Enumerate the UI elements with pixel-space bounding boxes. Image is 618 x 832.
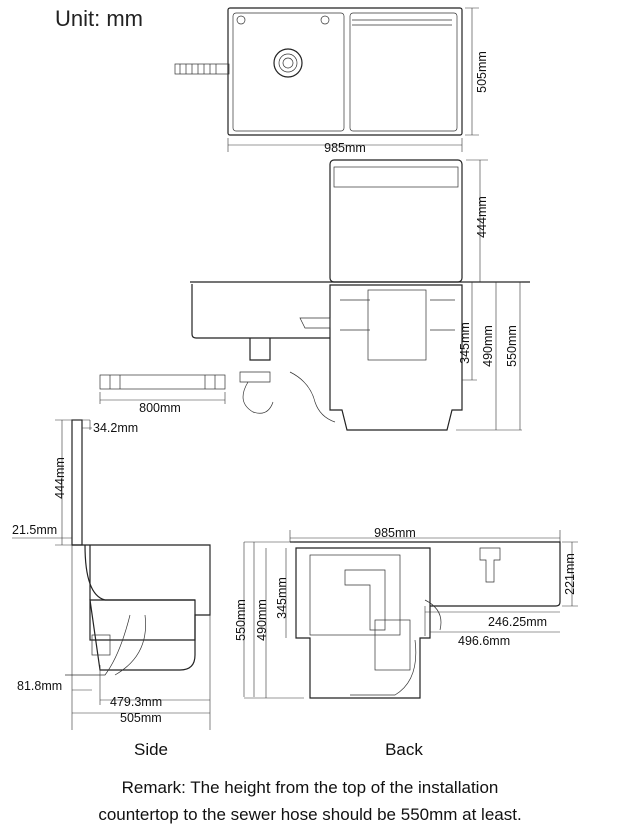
remark-line-2: countertop to the sewer hose should be 5…: [98, 805, 521, 824]
back-view: 985mm 221mm 246.25mm 496.6mm 550mm 490mm…: [234, 526, 578, 759]
back-basin-depth-label: 221mm: [563, 553, 577, 595]
front-view: 444mm 800mm 345mm 490mm 550mm: [99, 159, 530, 431]
remark-line-1: Remark: The height from the top of the i…: [122, 778, 499, 797]
side-lid-offset-label: 34.2mm: [93, 421, 138, 435]
unit-label: Unit: mm: [55, 6, 143, 31]
back-345-label: 345mm: [275, 577, 289, 619]
back-550-label: 550mm: [234, 599, 248, 641]
back-496-6-label: 496.6mm: [458, 634, 510, 648]
back-490-label: 490mm: [255, 599, 269, 641]
side-lid-height-label: 444mm: [53, 457, 67, 499]
back-caption: Back: [385, 740, 423, 759]
side-view: 34.2mm 444mm 21.5mm 81.8mm 479.3mm 505mm…: [12, 419, 211, 759]
side-21-5-label: 21.5mm: [12, 523, 57, 537]
front-lid-height-label: 444mm: [475, 196, 489, 238]
top-width-label: 985mm: [324, 141, 366, 155]
top-view: 505mm 985mm: [174, 7, 489, 155]
side-depth-label: 505mm: [120, 711, 162, 725]
side-caption: Side: [134, 740, 168, 759]
front-345-label: 345mm: [458, 322, 472, 364]
front-490-label: 490mm: [481, 325, 495, 367]
side-479-3-label: 479.3mm: [110, 695, 162, 709]
side-81-8-label: 81.8mm: [17, 679, 62, 693]
top-depth-label: 505mm: [475, 51, 489, 93]
back-246-25-label: 246.25mm: [488, 615, 547, 629]
hose-length-label: 800mm: [139, 401, 181, 415]
back-width-label: 985mm: [374, 526, 416, 540]
front-550-label: 550mm: [505, 325, 519, 367]
